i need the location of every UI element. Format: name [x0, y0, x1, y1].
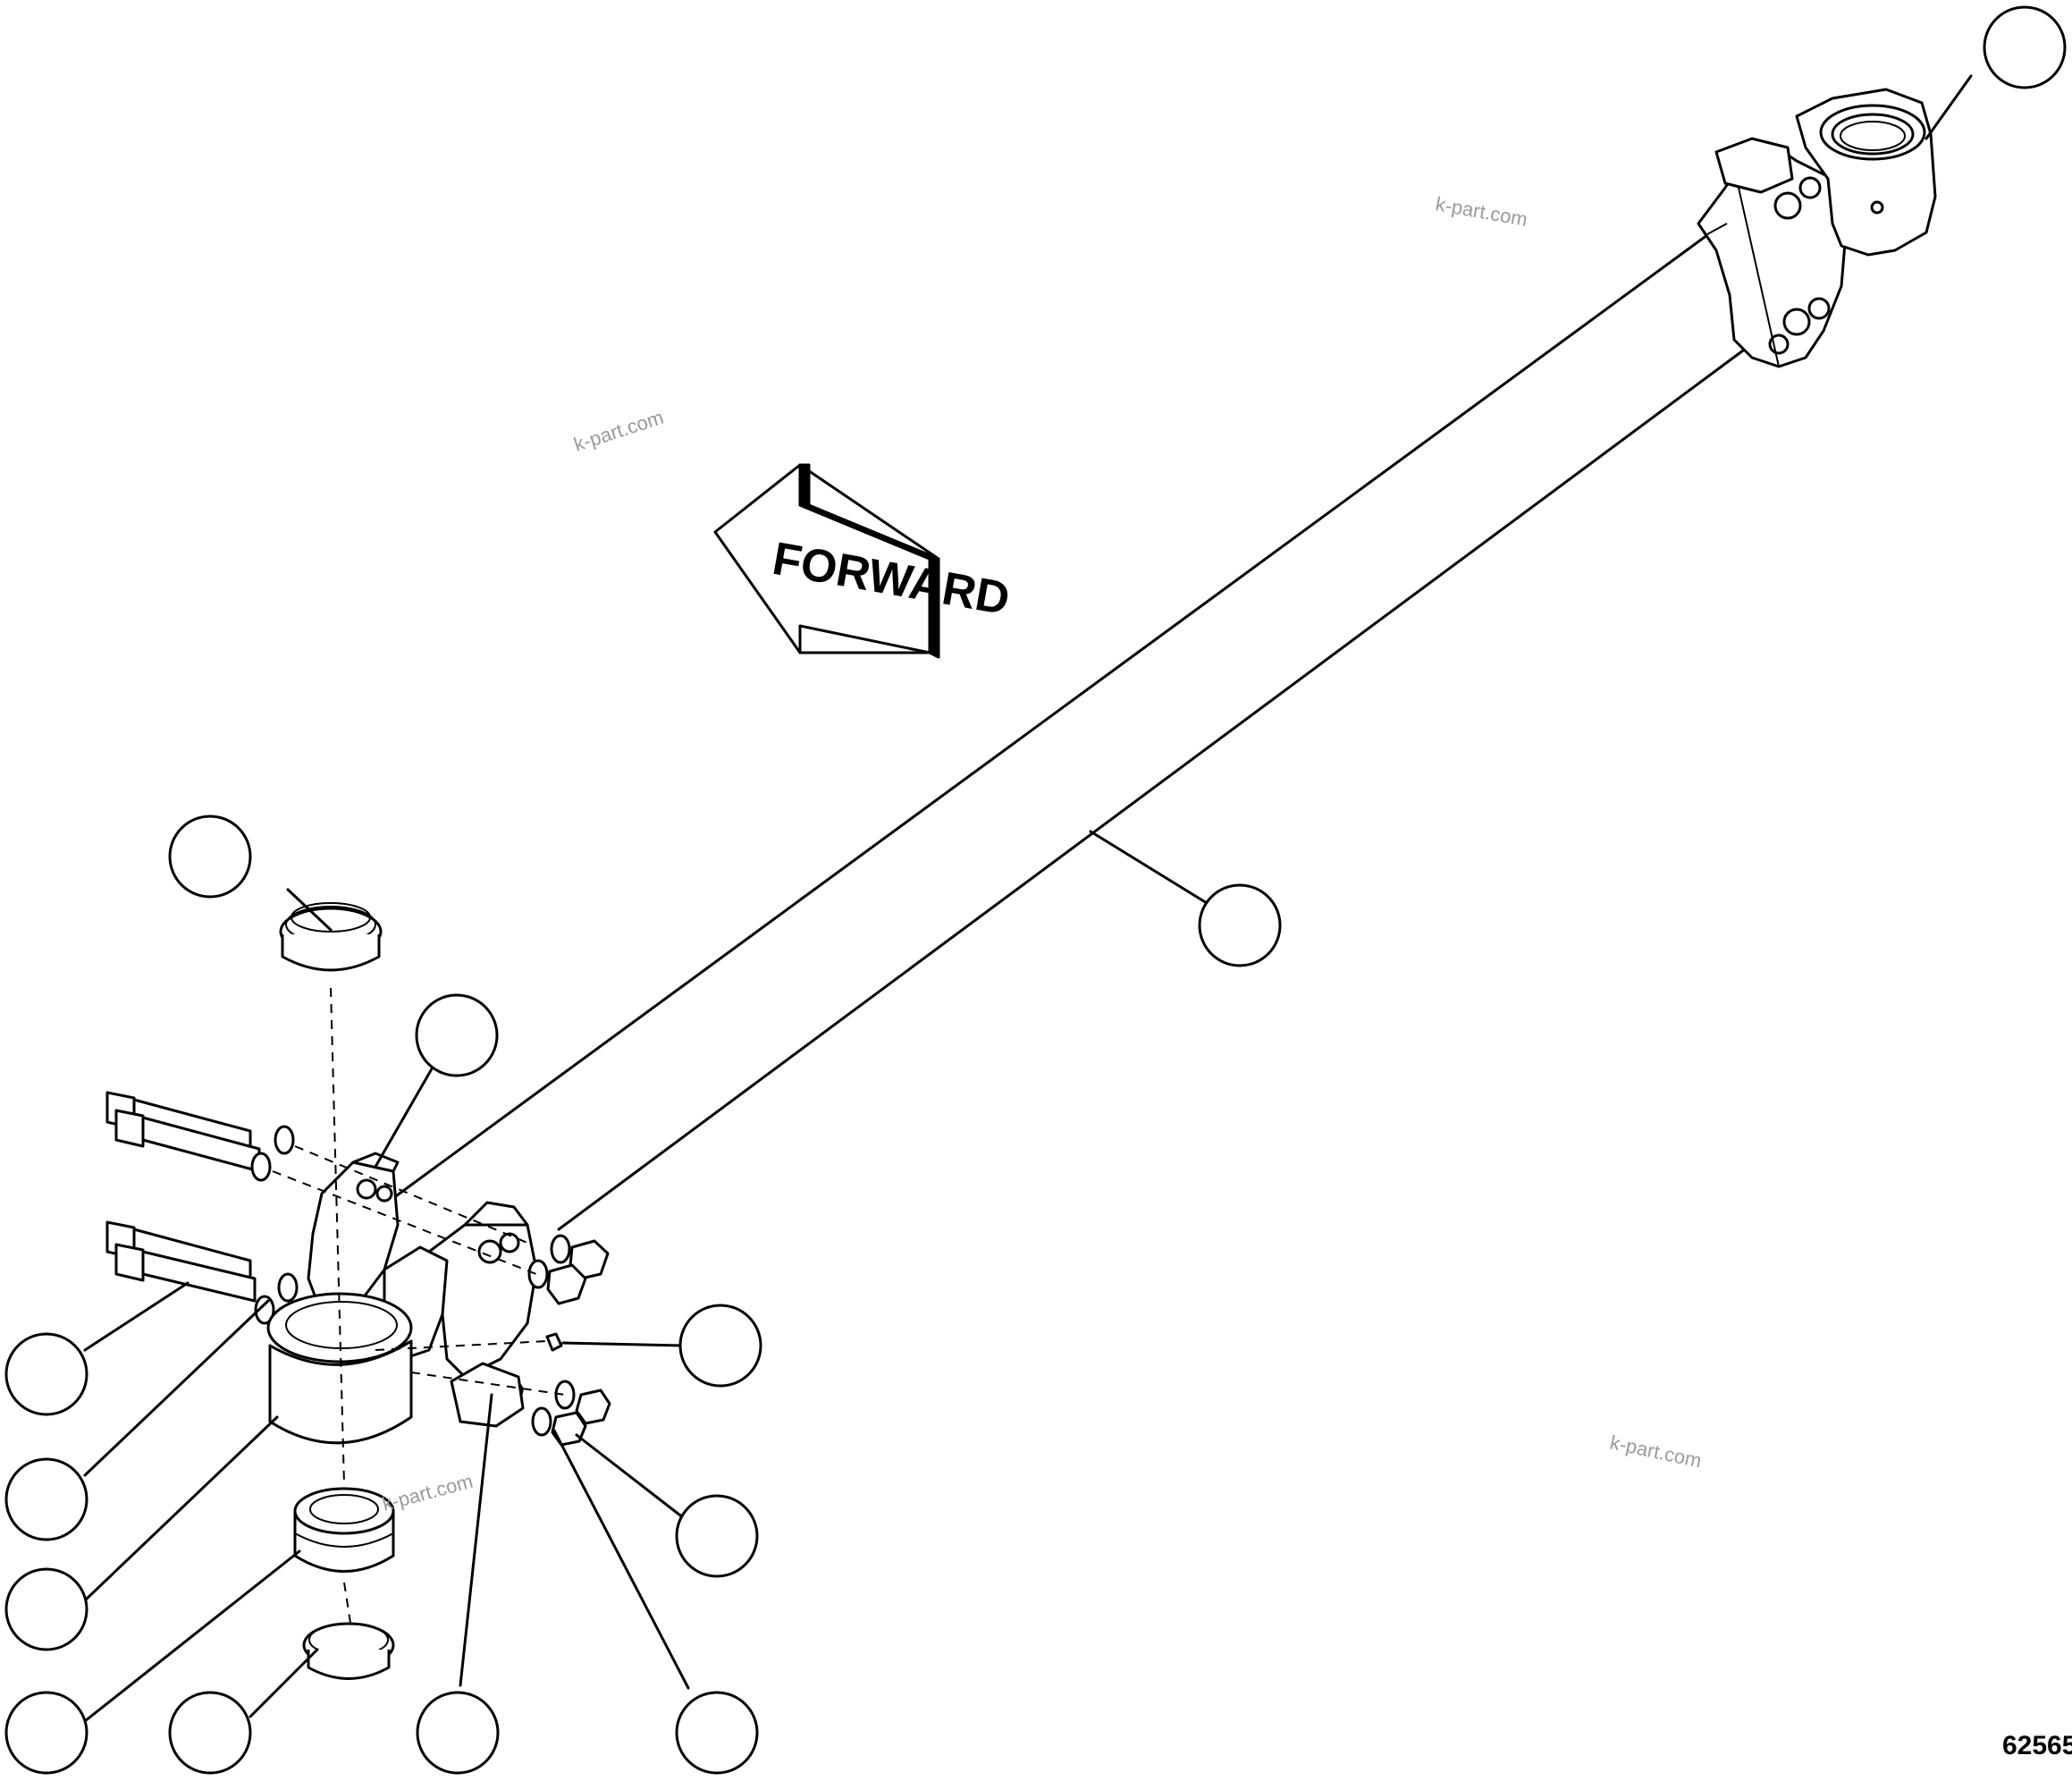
callout-circle [1198, 883, 1282, 967]
callout-circle [675, 1691, 759, 1775]
watermark: k-part.com [571, 406, 667, 456]
watermark: k-part.com [1434, 192, 1529, 231]
callout-circles [4, 5, 2067, 1775]
upper-bolts [105, 1091, 295, 1182]
callout-circle [678, 1304, 762, 1388]
forward-arrow: FORWARD [713, 463, 1014, 659]
watermark: k-part.com [1608, 1431, 1704, 1472]
callout-circle [4, 1457, 88, 1541]
callout-circle [4, 1691, 88, 1775]
left-end-clamp [307, 1152, 538, 1428]
callout-circle [1983, 5, 2067, 89]
watermarks: k-part.com k-part.com k-part.com k-part.… [380, 192, 1704, 1515]
tie-bar-tube [392, 224, 1745, 1231]
right-end-clamp [1697, 88, 1937, 368]
figure-number: 62565 [2002, 1731, 2072, 1760]
callout-circle [416, 1691, 500, 1775]
watermark: k-part.com [380, 1470, 476, 1515]
callout-circle [415, 993, 499, 1077]
right-washers-nuts [527, 1234, 611, 1447]
callout-circle [4, 1332, 88, 1416]
callout-circle [4, 1567, 88, 1651]
callout-circle [168, 815, 252, 899]
upper-seal [279, 902, 383, 972]
assembly-lines [272, 987, 566, 1624]
callout-circle [675, 1494, 759, 1578]
bushing [293, 1487, 395, 1573]
lower-seal [302, 1622, 395, 1680]
callout-leaders [83, 74, 1973, 1723]
lower-bolts [105, 1220, 299, 1325]
callout-circle [168, 1691, 252, 1775]
